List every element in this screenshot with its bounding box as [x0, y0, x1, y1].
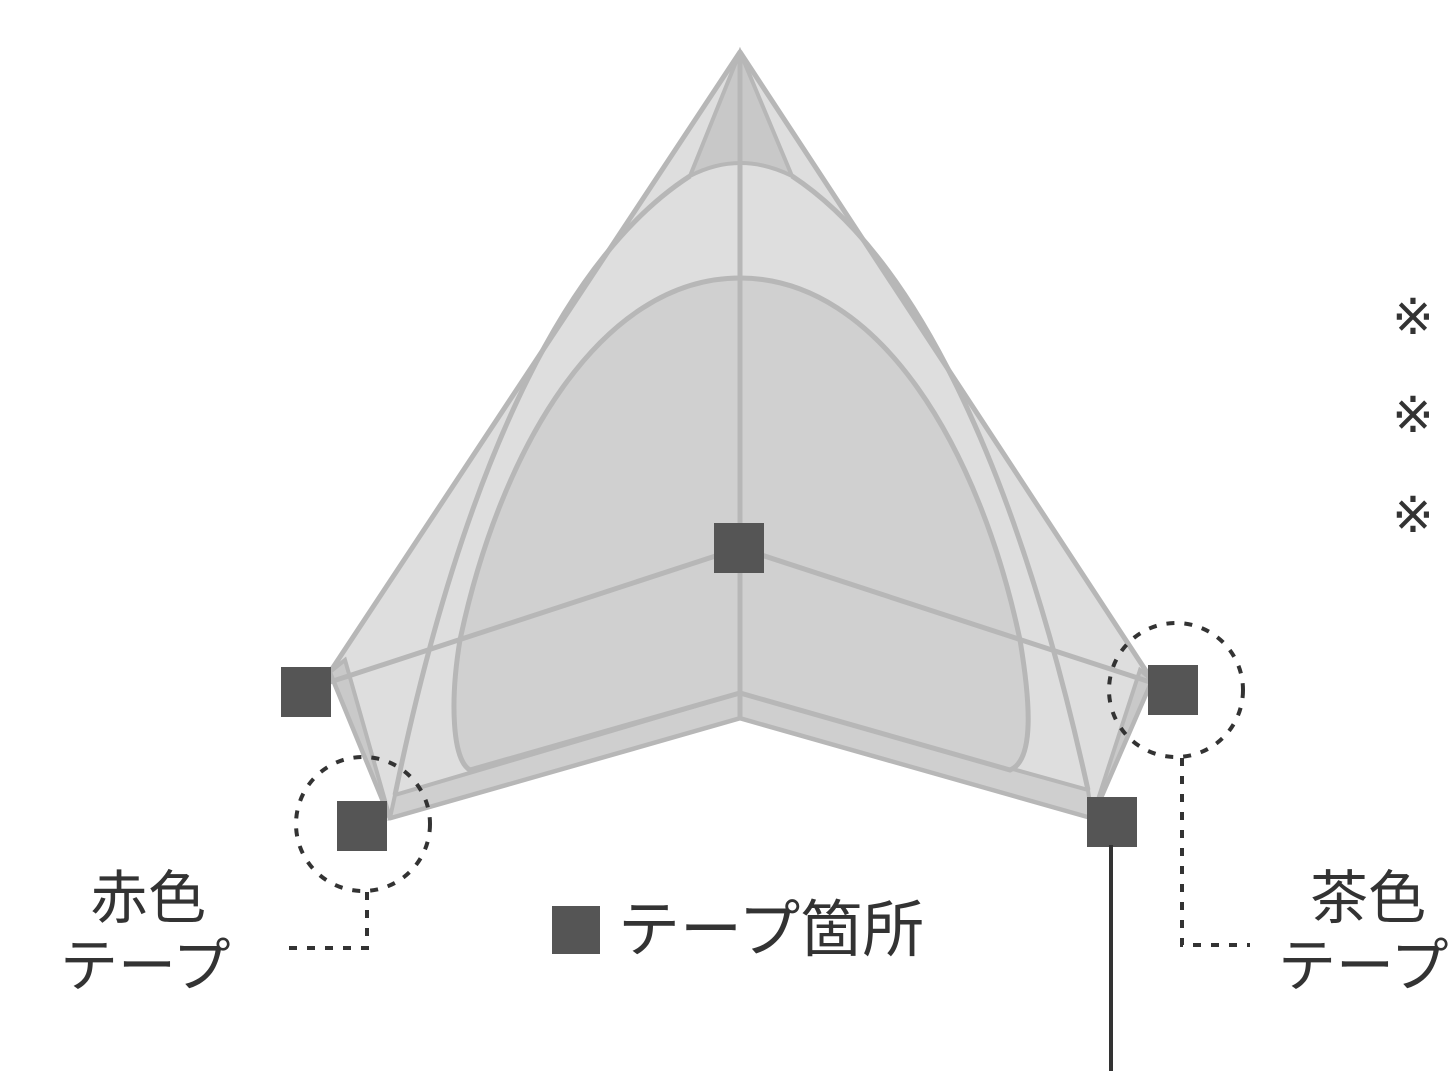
tent-left-corner-fold — [327, 656, 392, 819]
tape-marker-left-lower — [337, 801, 387, 851]
brown-tape-callout-circle — [1107, 621, 1245, 759]
brown-tape-label-line2: テープ — [1278, 932, 1449, 1000]
tent-left-ridge — [329, 545, 741, 685]
tape-marker-right-upper — [1148, 665, 1198, 715]
tape-marker-left-upper — [281, 667, 331, 717]
red-tape-label-line2: テープ — [60, 932, 231, 1000]
note-1: ※ — [1392, 292, 1434, 342]
brown-tape-label-line1: 茶色 — [1310, 864, 1427, 932]
red-tape-leader-line — [280, 892, 369, 950]
red-tape-callout-circle — [294, 755, 432, 893]
note-3: ※ — [1392, 490, 1434, 540]
tent-seam-left-arc — [392, 173, 692, 796]
tape-marker-right-lower — [1087, 797, 1137, 847]
tent-seam-right-arc — [790, 173, 1091, 791]
legend-tape-swatch — [552, 906, 600, 954]
legend-tape-label: テープ箇所 — [618, 893, 925, 966]
brown-tape-leader-line — [1180, 758, 1250, 947]
tent-right-corner-fold — [1090, 666, 1155, 819]
red-tape-label-line1: 赤色 — [90, 864, 207, 932]
note-2: ※ — [1392, 390, 1434, 440]
tape-marker-center — [714, 523, 764, 573]
tent-right-ridge — [739, 545, 1151, 685]
